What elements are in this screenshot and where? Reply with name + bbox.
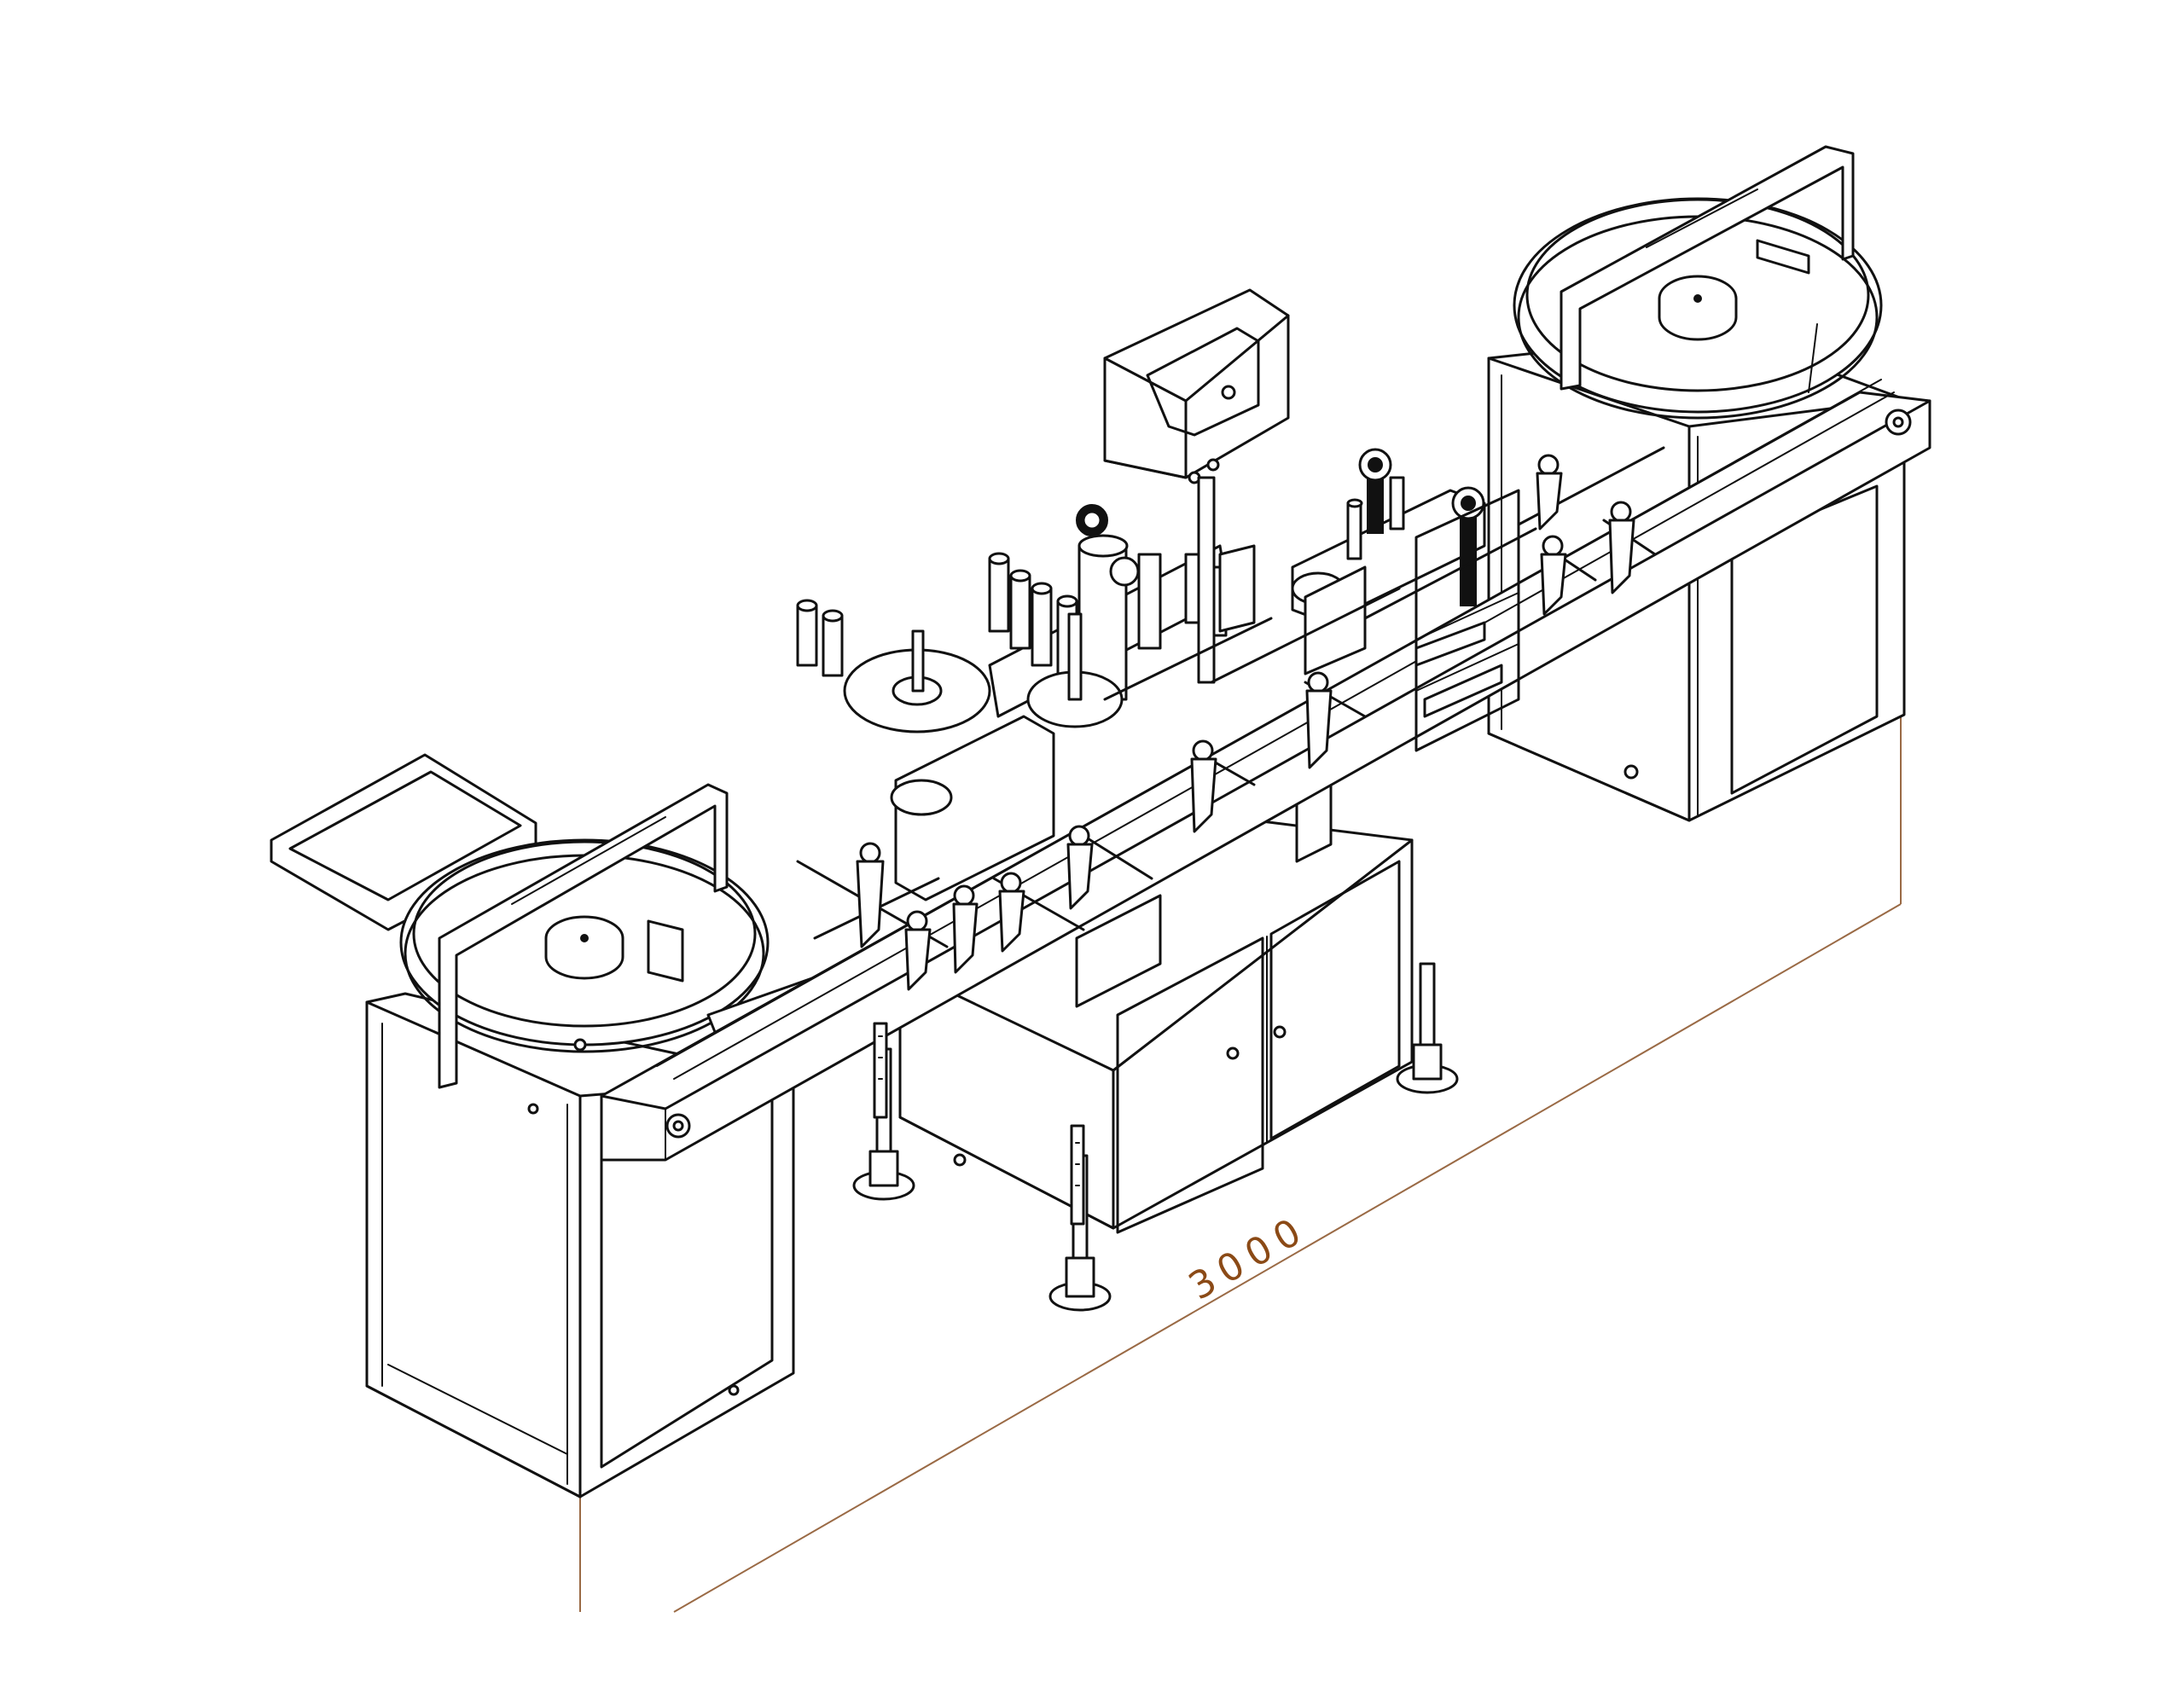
foot-3 [1396,962,1459,1094]
height-adjust-posts [873,1022,1085,1226]
control-panel [1103,288,1290,684]
label-station-left [796,504,1256,901]
main-conveyor-beam [600,379,1931,1162]
leveling-feet [852,962,1459,1312]
dimension-label: 3000 [1182,1206,1316,1308]
right-rotary-table [1513,145,1883,420]
clamps [856,454,1635,991]
label-station-right [1291,448,1520,752]
